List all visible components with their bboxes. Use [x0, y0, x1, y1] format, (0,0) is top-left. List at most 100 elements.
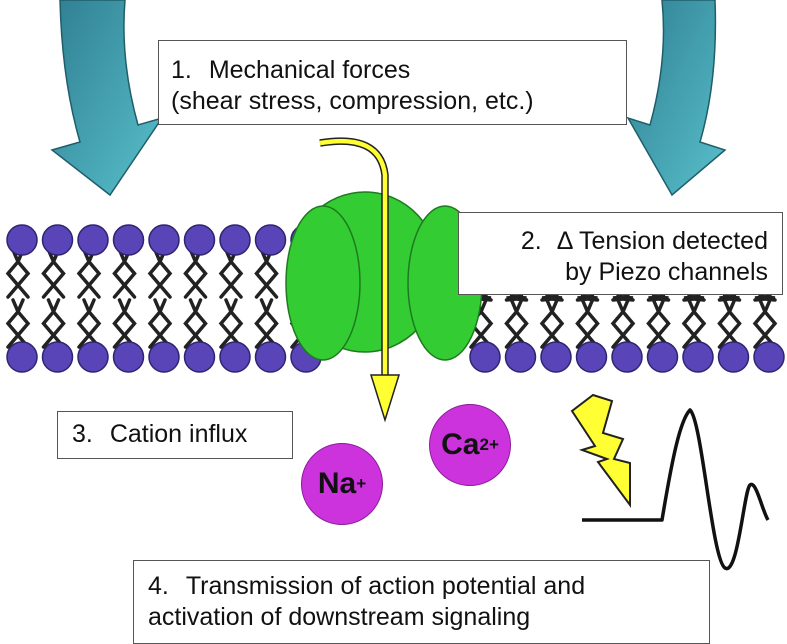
lipid-tail — [228, 298, 244, 349]
lipid-tail — [122, 248, 137, 299]
lipid-tail — [646, 294, 659, 302]
lipid-tail — [122, 298, 137, 349]
lipid-head — [575, 341, 608, 373]
calcium-symbol: Ca — [441, 428, 480, 461]
step-3-title: Cation influx — [109, 420, 248, 448]
lipid-tail — [575, 294, 588, 302]
lipid-tail — [478, 298, 494, 349]
lipid-tail — [516, 294, 529, 302]
lipid-head — [112, 341, 145, 373]
piezo-blade-left — [285, 205, 361, 361]
lipid-tail — [15, 298, 31, 349]
cation-flux-arrow — [319, 137, 401, 423]
step-2-title: Δ Tension detected — [556, 227, 768, 255]
lipid-tail — [504, 294, 517, 302]
lipid-tail — [764, 294, 777, 302]
step-4-title: Transmission of action potential and — [185, 572, 586, 600]
lipid-tail — [183, 298, 198, 349]
lipid-head — [717, 341, 750, 373]
lightning-icon — [570, 393, 631, 509]
lipid-tail — [514, 298, 529, 349]
lipid-tail — [112, 248, 127, 299]
lipid-tail — [717, 294, 730, 302]
lipid-head — [540, 341, 572, 373]
lipid-tail — [41, 298, 56, 349]
lipid-tail — [5, 298, 21, 349]
lipid-tail — [157, 248, 173, 299]
lipid-head — [77, 224, 109, 256]
sodium-symbol: Na — [317, 467, 357, 500]
lipid-head — [183, 341, 216, 373]
lipid-tail — [193, 298, 208, 349]
lipid-tail — [693, 294, 706, 302]
step-2-detail: by Piezo channels — [565, 258, 768, 286]
step-2-label: 2. Δ Tension detected by Piezo channels — [458, 212, 783, 295]
lipid-tail — [41, 248, 56, 299]
lipid-tail — [254, 298, 269, 349]
lipid-tail — [183, 248, 198, 299]
lipid-tail — [51, 248, 66, 299]
lipid-tail — [218, 248, 234, 299]
lipid-tail — [610, 298, 626, 349]
step-1-label: 1. Mechanical forces (shear stress, comp… — [158, 40, 627, 125]
step-1-number: 1. — [171, 56, 192, 84]
step-2-number: 2. — [520, 227, 542, 255]
lipid-tail — [264, 248, 279, 299]
lipid-head — [148, 224, 180, 256]
right-force-arrow — [626, 0, 727, 197]
lipid-tail — [549, 298, 565, 349]
lipid-tail — [76, 248, 92, 299]
lipid-tail — [504, 298, 519, 349]
lipid-tail — [762, 298, 778, 349]
lipid-head — [682, 341, 714, 373]
lipid-tail — [228, 248, 244, 299]
lipid-head — [41, 224, 74, 256]
lipid-tail — [682, 294, 695, 302]
lipid-head — [504, 341, 537, 373]
lipid-head — [254, 341, 287, 373]
step-1-title: Mechanical forces — [208, 56, 411, 84]
lipid-tail — [147, 248, 163, 299]
lipid-head — [646, 341, 679, 373]
lipid-tail — [727, 298, 742, 349]
lipid-tail — [264, 298, 279, 349]
lipid-head — [77, 341, 109, 373]
lipid-tail — [157, 298, 173, 349]
lipid-tail — [681, 298, 697, 349]
lipid-tail — [611, 294, 624, 302]
step-1-detail: (shear stress, compression, etc.) — [171, 87, 534, 115]
lipid-tail — [752, 298, 768, 349]
action-potential-trace — [582, 408, 770, 570]
lipid-head — [6, 341, 38, 373]
lipid-tail — [729, 294, 742, 302]
lipid-tail — [585, 298, 600, 349]
lipid-tail — [15, 248, 31, 299]
lipid-tail — [620, 298, 636, 349]
lipid-tail — [193, 248, 208, 299]
lipid-tail — [86, 298, 102, 349]
lipid-head — [148, 341, 180, 373]
lipid-head — [41, 341, 74, 373]
lipid-tail — [51, 298, 66, 349]
lipid-tail — [658, 294, 671, 302]
lipid-tail — [147, 298, 163, 349]
lipid-head — [753, 341, 785, 373]
lipid-tail — [622, 294, 635, 302]
lipid-head — [219, 224, 251, 256]
lipid-tail — [575, 298, 590, 349]
lipid-tail — [656, 298, 671, 349]
lipid-tail — [646, 298, 661, 349]
lipid-head — [6, 224, 38, 256]
lipid-tail — [218, 298, 234, 349]
step-4-detail: activation of downstream signaling — [148, 603, 531, 631]
lipid-tail — [717, 298, 732, 349]
lipid-tail — [540, 294, 553, 302]
lipid-head — [611, 341, 643, 373]
lipid-tail — [86, 248, 102, 299]
lipid-tail — [112, 298, 127, 349]
step-3-label: 3. Cation influx — [57, 411, 293, 459]
left-force-arrow — [50, 0, 164, 197]
lipid-tail — [480, 294, 493, 302]
